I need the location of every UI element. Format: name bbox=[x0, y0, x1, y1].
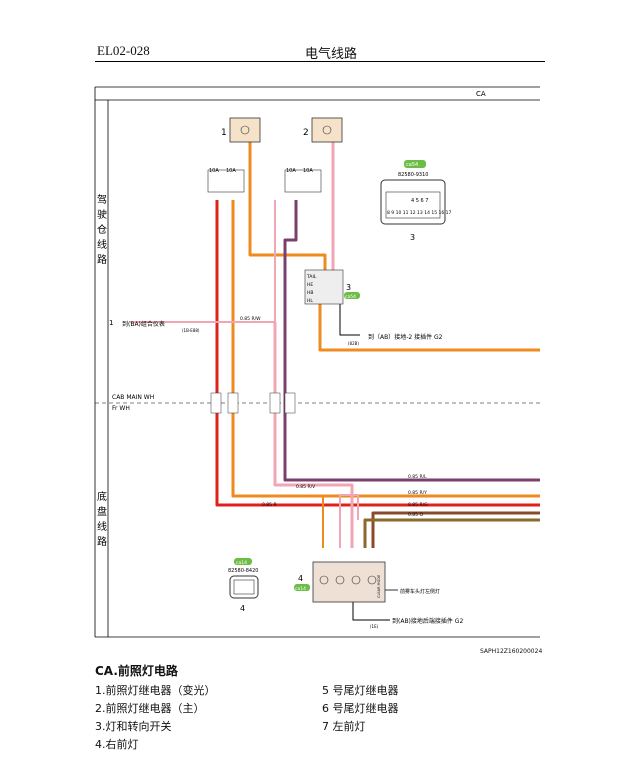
legend-item: 4.右前灯 bbox=[95, 738, 139, 751]
wire-labels: 0.85 R/W 0.85 R/L 0.85 R/Y 0.85 R/G 0.85… bbox=[240, 316, 428, 518]
chassis-label-char: 盘 bbox=[97, 505, 107, 518]
rear-code-label: (1E) bbox=[370, 624, 379, 629]
connector-4-label: 4 bbox=[240, 604, 245, 613]
section-title: CA.前照灯电路 bbox=[95, 664, 178, 678]
wire-label-o: 0.85 O bbox=[408, 512, 423, 518]
fuse-1b: 10A bbox=[226, 168, 236, 174]
ab-code-label: (82B) bbox=[348, 341, 359, 346]
fr-wh-label: Fr WH bbox=[112, 405, 130, 412]
legend-right: 5 号尾灯继电器 6 号尾灯继电器 7 左前灯 bbox=[322, 682, 399, 736]
lamp-4-label: 4 bbox=[298, 574, 303, 583]
wire-label-r: 0.85 R bbox=[262, 502, 277, 508]
lamp-clear-mode: CLEAR MODE bbox=[377, 575, 381, 598]
chassis-label-char: 线 bbox=[97, 520, 107, 533]
connector-4-part: 82580-8420 bbox=[228, 568, 258, 574]
relay-1: 1 10A 10A bbox=[207, 117, 261, 193]
wire-label-rv: 0.85 R/V bbox=[296, 484, 316, 490]
wire-orange-3 bbox=[318, 300, 540, 352]
light-switch-3: TAIL HE HB HL 3 ca54 bbox=[304, 269, 360, 305]
wire-pink-4 bbox=[339, 494, 359, 548]
wire-purple bbox=[283, 200, 540, 482]
cab-label: 驾 驶 仓 线 路 bbox=[97, 194, 107, 266]
relay-2: 2 10A 10A bbox=[284, 117, 343, 193]
diagram-frame bbox=[94, 86, 540, 638]
fuse-2a: 10A bbox=[286, 168, 296, 174]
legend-item: 1.前照灯继电器（变光） bbox=[95, 684, 216, 697]
to-ab-g2-label: 到（AB）接地-2 接插件 G2 bbox=[368, 333, 443, 341]
legend-item: 6 号尾灯继电器 bbox=[322, 702, 399, 715]
wire-ground-2 bbox=[352, 600, 390, 621]
page-code: EL02-028 bbox=[97, 43, 150, 58]
wire-label-rg: 0.85 R/G bbox=[408, 502, 428, 508]
wire-orange-1 bbox=[231, 200, 540, 498]
fuse-1a: 10A bbox=[209, 168, 219, 174]
cab-label-char: 仓 bbox=[97, 223, 107, 236]
wire-brown-1 bbox=[371, 511, 540, 548]
chassis-label-char: 底 bbox=[97, 490, 107, 503]
connector-3-label: 3 bbox=[410, 233, 415, 242]
wire-pink-2 bbox=[130, 200, 276, 323]
wire-label-rw: 0.85 R/W bbox=[240, 316, 261, 322]
to-ab-rear-label: 到(AB)接地后端接插件 G2 bbox=[392, 617, 463, 625]
wire-orange-2 bbox=[248, 140, 327, 270]
lamp-note-label: 前雾车头灯左侧灯 bbox=[400, 588, 440, 595]
right-headlamp-4: 4 ca14 CLEAR MODE bbox=[294, 561, 386, 603]
figure-caption: SAPH12Z160200024 bbox=[480, 648, 543, 655]
wiring-diagram: CA 驾 驶 仓 线 路 底 盘 线 路 1 CAB MAIN WH Fr WH bbox=[94, 86, 540, 638]
cab-label-char: 线 bbox=[97, 238, 107, 251]
connector-3-part: 82580-9310 bbox=[398, 172, 428, 178]
row-marker: 1 bbox=[109, 319, 113, 327]
switch-row: HB bbox=[307, 290, 313, 296]
cab-label-char: 驾 bbox=[97, 194, 107, 206]
header-rule bbox=[95, 61, 545, 62]
connector-3-code: ca54 bbox=[406, 162, 418, 168]
lamp-4-code: ca14 bbox=[295, 586, 306, 592]
switch-row: HE bbox=[307, 282, 313, 288]
cab-label-char: 路 bbox=[97, 253, 107, 266]
inline-connectors bbox=[210, 392, 296, 414]
legend-item: 2.前照灯继电器（主） bbox=[95, 702, 205, 715]
fuse-2b: 10A bbox=[303, 168, 313, 174]
chassis-label: 底 盘 线 路 bbox=[97, 490, 107, 548]
wire-ground-1 bbox=[339, 300, 360, 336]
legend-item: 7 左前灯 bbox=[322, 720, 366, 733]
relay-2-label: 2 bbox=[303, 128, 309, 138]
connector-4: ca14 82580-8420 4 bbox=[228, 558, 259, 613]
wire-label-ry: 0.85 R/Y bbox=[408, 490, 427, 496]
legend-left: 1.前照灯继电器（变光） 2.前照灯继电器（主） 3.灯和转向开关 4.右前灯 bbox=[95, 682, 216, 754]
to-ba-label: 到(BA)组合仪表 bbox=[122, 320, 165, 328]
relay-1-label: 1 bbox=[221, 128, 227, 138]
page-title: 电气线路 bbox=[305, 47, 358, 62]
connector-3-pins-bot: 8 9 10 11 12 13 14 15 16 17 bbox=[387, 210, 452, 216]
connector-4-code: ca14 bbox=[236, 560, 247, 566]
chassis-label-char: 路 bbox=[97, 535, 107, 548]
switch-3-label: 3 bbox=[346, 283, 351, 292]
connector-3-pins-top: 4 5 6 7 bbox=[411, 198, 429, 204]
connector-3: ca54 82580-9310 4 5 6 7 8 9 10 11 12 13 … bbox=[380, 160, 452, 242]
cab-label-char: 驶 bbox=[97, 208, 107, 221]
section-code: CA bbox=[476, 90, 486, 98]
wire-pink-3 bbox=[273, 322, 354, 548]
switch-row: HL bbox=[307, 298, 313, 304]
cab-main-label: CAB MAIN WH bbox=[112, 394, 154, 401]
legend-item: 3.灯和转向开关 bbox=[95, 720, 172, 733]
wire-brown-2 bbox=[363, 518, 540, 548]
wire-label-rl: 0.85 R/L bbox=[408, 474, 427, 480]
wires bbox=[130, 140, 540, 621]
legend-item: 5 号尾灯继电器 bbox=[322, 684, 399, 697]
switch-row: TAIL bbox=[306, 274, 317, 280]
wire-red bbox=[215, 200, 540, 507]
ba-code-label: (1B-E88) bbox=[182, 328, 200, 333]
switch-3-code: ca54 bbox=[345, 294, 356, 300]
